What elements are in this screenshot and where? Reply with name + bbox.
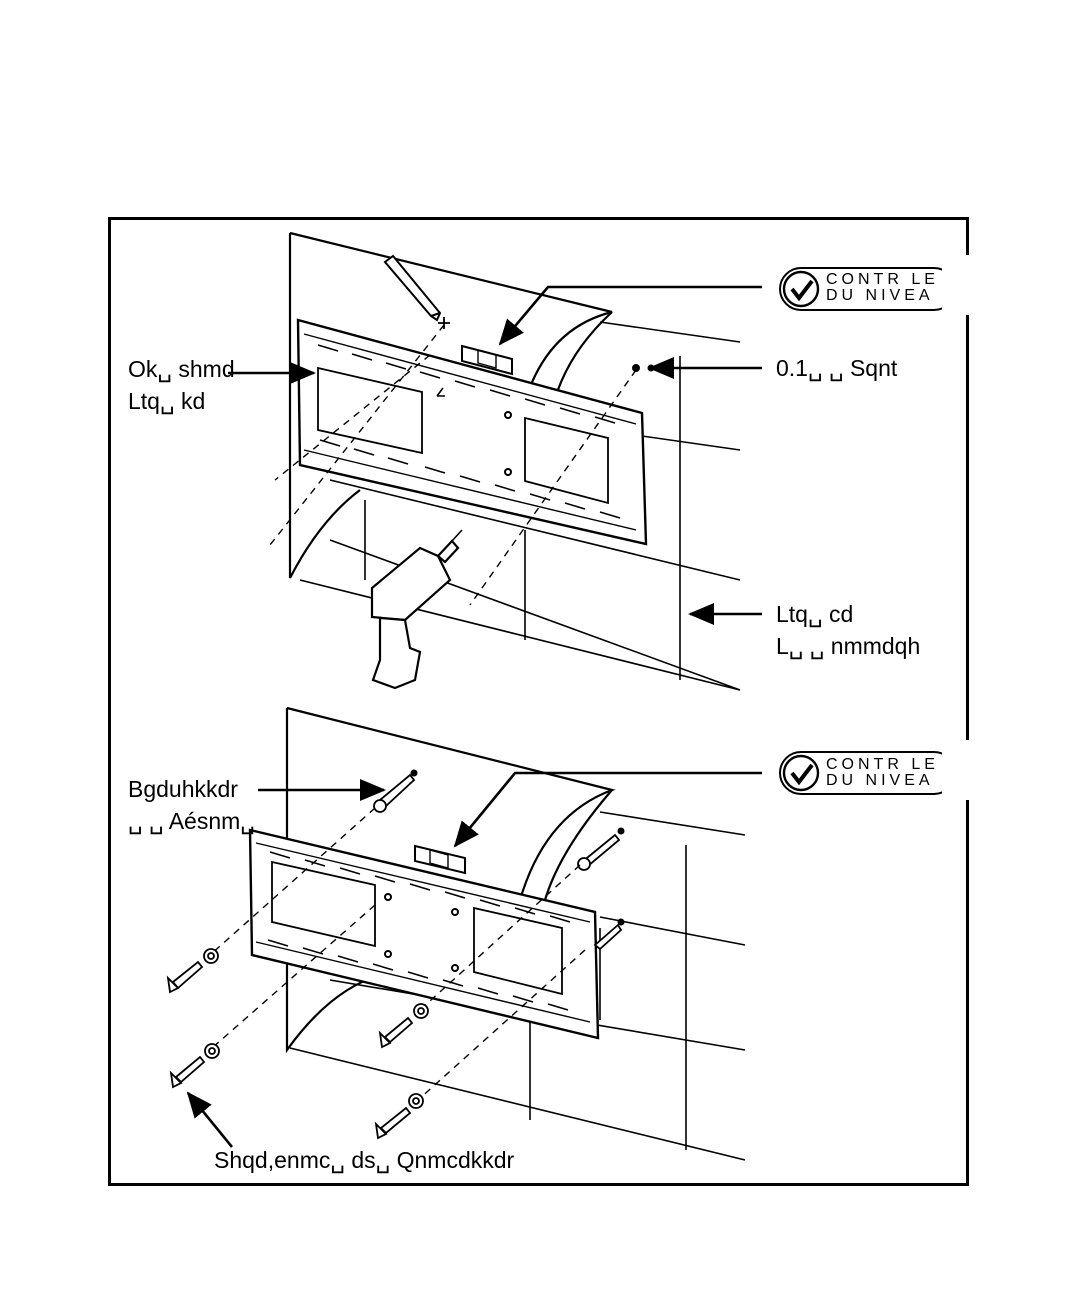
power-drill-icon: [370, 529, 463, 690]
level-check-badge: [779, 267, 956, 311]
figure-frame: [108, 217, 969, 1186]
badge-text-line1: CONTR LE: [826, 272, 939, 288]
pencil-mark: [438, 317, 450, 329]
wall-bracket-top: [296, 318, 648, 546]
wall-label: Ltq␣ cd: [776, 601, 854, 627]
pencil-icon: [383, 254, 442, 322]
top-scene: [269, 231, 741, 691]
anchors-label-line2: ␣ ␣ Aésnm␣: [128, 808, 255, 834]
badge-text-line2: DU NIVEA: [826, 288, 934, 304]
arrow-screws: [186, 1091, 234, 1148]
guide-lines-bottom: [209, 807, 586, 1101]
checkmark-icon: [782, 754, 820, 792]
arrow-level-bottom: [453, 771, 762, 848]
bubble-level-bottom: [414, 844, 466, 875]
screws-bolts-label: Shqd,enmc␣ ds␣ Qnmcdkkdr: [214, 1147, 515, 1173]
guide-lines-top: [269, 324, 637, 606]
wall-anchor-icon: [373, 773, 623, 951]
badge-text-line1: CONTR LE: [826, 757, 939, 773]
arrow-level-top: [498, 285, 762, 346]
pilot-hole-label-line2: Ltq␣ kd: [128, 388, 206, 414]
lag-bolt-icon: [166, 948, 429, 1140]
callout-arrows: [186, 285, 762, 1148]
bottom-scene: [166, 706, 746, 1161]
checkmark-icon: [782, 270, 820, 308]
wall-bracket-bottom: [248, 828, 600, 1040]
badge-text-line2: DU NIVEA: [826, 773, 934, 789]
wall-label-line2: L␣ ␣ nmmdqh: [776, 633, 921, 659]
pilot-hole-label: Ok␣ shmd: [128, 356, 235, 382]
drill-size-label: 0.1␣ ␣ Sqnt: [776, 355, 898, 381]
bubble-level-top: [461, 344, 513, 376]
anchors-label: Bgduhkkdr: [128, 776, 238, 802]
